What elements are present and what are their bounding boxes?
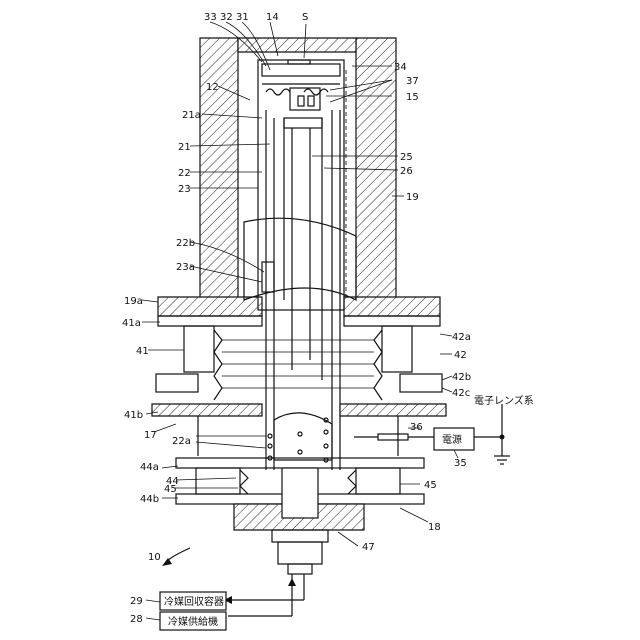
cutaway-upper (244, 218, 356, 300)
power-label: 電源 (442, 433, 462, 446)
label-19: 19 (406, 192, 419, 203)
label-28: 28 (130, 614, 143, 625)
label-25: 25 (400, 152, 413, 163)
label-19a: 19a (124, 296, 143, 307)
recovery-container-text: 冷媒回収容器 (164, 595, 224, 608)
label-35: 35 (454, 458, 467, 469)
label-22b: 22b (176, 238, 195, 249)
label-42a: 42a (452, 332, 471, 343)
label-44b: 44b (140, 494, 159, 505)
label-12: 12 (206, 82, 219, 93)
block-41 (184, 326, 214, 372)
sample-S (288, 60, 310, 64)
label-41b: 41b (124, 410, 143, 421)
label-45-right: 45 (424, 480, 437, 491)
label-22a: 22a (172, 436, 191, 447)
flange-41b (152, 404, 262, 416)
label-44a: 44a (140, 462, 159, 473)
label-15: 15 (406, 92, 419, 103)
label-18: 18 (428, 522, 441, 533)
electrode-36 (378, 434, 408, 440)
supply-machine-text: 冷媒供給機 (168, 615, 218, 628)
flange-19a-right (344, 297, 440, 316)
label-45-left: 45 (164, 484, 177, 495)
label-29: 29 (130, 596, 143, 607)
inner-housing (258, 60, 344, 310)
label-23: 23 (178, 184, 191, 195)
flange-19a (158, 297, 262, 316)
label-37: 37 (406, 76, 419, 87)
label-42c: 42c (452, 388, 470, 399)
label-47: 47 (362, 542, 375, 553)
label-22: 22 (178, 168, 191, 179)
bellows-left (214, 330, 222, 400)
electron-lens-label: 電子レンズ系 (474, 394, 534, 407)
label-31: 31 (236, 12, 249, 23)
cutaway-lower (274, 413, 332, 460)
label-10: 10 (148, 552, 161, 563)
label-21: 21 (178, 142, 191, 153)
label-26: 26 (400, 166, 413, 177)
label-23a: 23a (176, 262, 195, 273)
label-34: 34 (394, 62, 407, 73)
housing-left-wall (200, 38, 238, 300)
label-32: 32 (220, 12, 233, 23)
spring-37 (266, 89, 328, 95)
label-36: 36 (410, 422, 423, 433)
sample-top-plate (262, 64, 340, 76)
label-42b: 42b (452, 372, 471, 383)
label-S: S (302, 12, 308, 23)
flange-41a (158, 316, 262, 326)
label-41: 41 (136, 346, 149, 357)
label-33: 33 (204, 12, 217, 23)
label-14: 14 (266, 12, 279, 23)
label-21a: 21a (182, 110, 201, 121)
connector-47 (272, 530, 328, 542)
label-17: 17 (144, 430, 157, 441)
label-42: 42 (454, 350, 467, 361)
label-41a: 41a (122, 318, 141, 329)
